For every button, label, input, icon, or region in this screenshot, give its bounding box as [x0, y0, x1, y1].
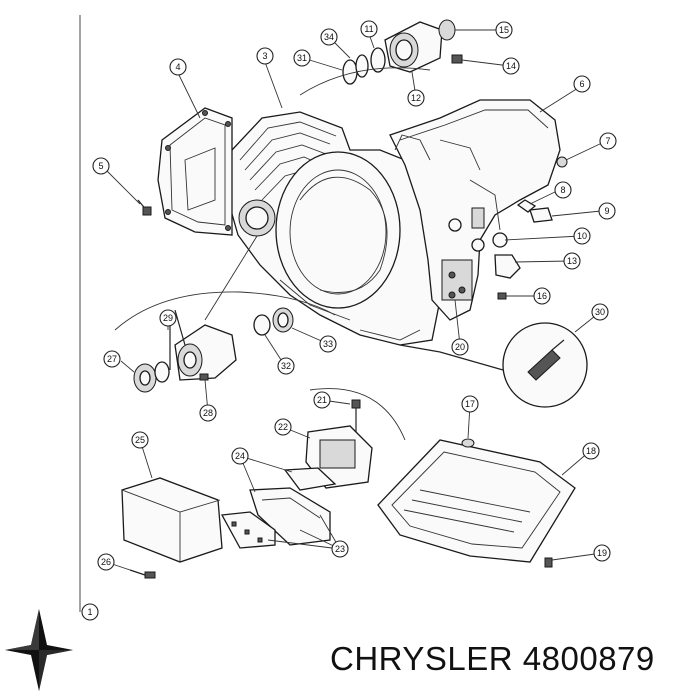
callout-31: 31: [293, 49, 311, 67]
svg-text:10: 10: [577, 231, 587, 241]
callout-33: 33: [319, 335, 337, 353]
callout-9: 9: [598, 202, 616, 220]
callout-25: 25: [131, 431, 149, 449]
svg-text:30: 30: [595, 307, 605, 317]
svg-text:4: 4: [175, 62, 180, 72]
callout-13: 13: [563, 252, 581, 270]
callout-4: 4: [169, 58, 187, 76]
svg-text:12: 12: [411, 93, 421, 103]
callout-8: 8: [554, 181, 572, 199]
valve-body: [121, 388, 406, 579]
callout-3: 3: [256, 47, 274, 65]
svg-text:1: 1: [87, 607, 92, 617]
callout-6: 6: [573, 75, 591, 93]
svg-text:14: 14: [506, 61, 516, 71]
callouts: 1 3 4 5 6 7 8 9 10 11 12 13 14 15 16 17 …: [81, 20, 617, 621]
leader-case-pump: [204, 235, 258, 321]
callout-16: 16: [533, 287, 551, 305]
output-shaft-assembly: [299, 19, 463, 96]
callout-21: 21: [313, 391, 331, 409]
svg-text:31: 31: [297, 53, 307, 63]
svg-text:6: 6: [579, 79, 584, 89]
end-cover: [157, 107, 233, 236]
oil-pan: [377, 438, 576, 568]
svg-text:27: 27: [107, 354, 117, 364]
callout-14: 14: [502, 57, 520, 75]
callout-12: 12: [407, 89, 425, 107]
svg-text:20: 20: [455, 342, 465, 352]
callout-28: 28: [199, 404, 217, 422]
svg-text:11: 11: [364, 24, 373, 34]
callout-20: 20: [451, 338, 469, 356]
svg-text:22: 22: [278, 422, 288, 432]
callout-34: 34: [320, 28, 338, 46]
svg-text:26: 26: [101, 557, 111, 567]
svg-text:28: 28: [203, 408, 213, 418]
bolt-21: [351, 399, 361, 432]
bolt-5: [137, 199, 152, 216]
chrysler-logo-icon: [5, 609, 73, 691]
svg-text:9: 9: [604, 206, 609, 216]
callout-29: 29: [159, 309, 177, 327]
callout-17: 17: [461, 395, 479, 413]
svg-text:33: 33: [323, 339, 333, 349]
svg-text:32: 32: [281, 361, 291, 371]
brand-name: CHRYSLER: [330, 640, 514, 677]
right-small-parts: [448, 156, 568, 300]
callout-26: 26: [97, 553, 115, 571]
callout-10: 10: [573, 227, 591, 245]
svg-text:7: 7: [605, 136, 610, 146]
callout-7: 7: [599, 132, 617, 150]
pump-assembly: [114, 291, 336, 393]
callout-30: 30: [591, 303, 609, 321]
callout-5: 5: [92, 157, 110, 175]
svg-text:16: 16: [537, 291, 547, 301]
callout-11: 11: [360, 20, 378, 38]
svg-text:8: 8: [560, 185, 565, 195]
callout-27: 27: [103, 350, 121, 368]
callout-22: 22: [274, 418, 292, 436]
transaxle-case: [227, 111, 441, 346]
svg-text:24: 24: [235, 451, 245, 461]
sensor-detail: [399, 322, 588, 408]
svg-text:19: 19: [597, 548, 607, 558]
callout-23: 23: [331, 540, 349, 558]
callout-15: 15: [495, 21, 513, 39]
callout-24: 24: [231, 447, 249, 465]
svg-text:3: 3: [262, 51, 267, 61]
svg-text:25: 25: [135, 435, 145, 445]
svg-text:13: 13: [567, 256, 577, 266]
svg-text:21: 21: [317, 395, 327, 405]
svg-text:18: 18: [586, 446, 596, 456]
callout-32: 32: [277, 357, 295, 375]
brand-label: CHRYSLER 4800879: [330, 640, 695, 678]
callout-19: 19: [593, 544, 611, 562]
callout-1: 1: [81, 603, 99, 621]
svg-text:5: 5: [98, 161, 103, 171]
svg-text:29: 29: [163, 313, 173, 323]
part-number: 4800879: [522, 640, 655, 677]
svg-text:17: 17: [465, 399, 475, 409]
svg-text:23: 23: [335, 544, 345, 554]
svg-text:34: 34: [324, 32, 334, 42]
callout-18: 18: [582, 442, 600, 460]
svg-text:15: 15: [499, 25, 509, 35]
